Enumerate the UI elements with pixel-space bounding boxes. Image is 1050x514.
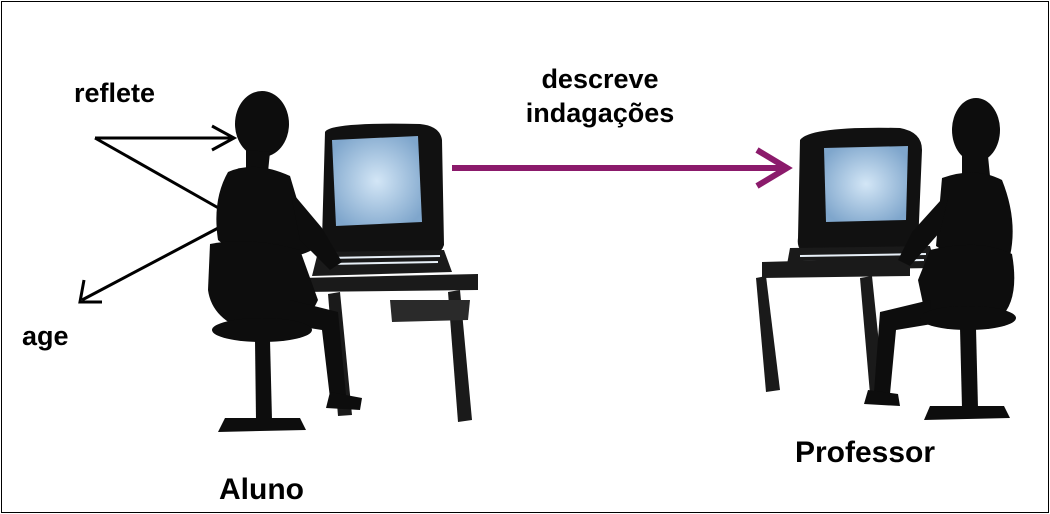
aluno-label: Aluno xyxy=(219,473,304,506)
aluno-computer xyxy=(300,123,478,422)
reflete-connector xyxy=(94,136,223,212)
reflete-label: reflete xyxy=(74,78,156,108)
age-arrow xyxy=(78,224,223,304)
descreve-label: descreve indagações xyxy=(500,62,700,130)
descreve-line2: indagações xyxy=(525,98,675,128)
descreve-line1: descreve xyxy=(541,64,659,94)
descreve-arrow xyxy=(452,147,793,189)
age-label: age xyxy=(22,321,69,351)
professor-label: Professor xyxy=(795,436,936,469)
aluno-figure xyxy=(208,91,362,432)
professor-figure xyxy=(864,98,1016,420)
reflete-arrow xyxy=(95,124,238,152)
